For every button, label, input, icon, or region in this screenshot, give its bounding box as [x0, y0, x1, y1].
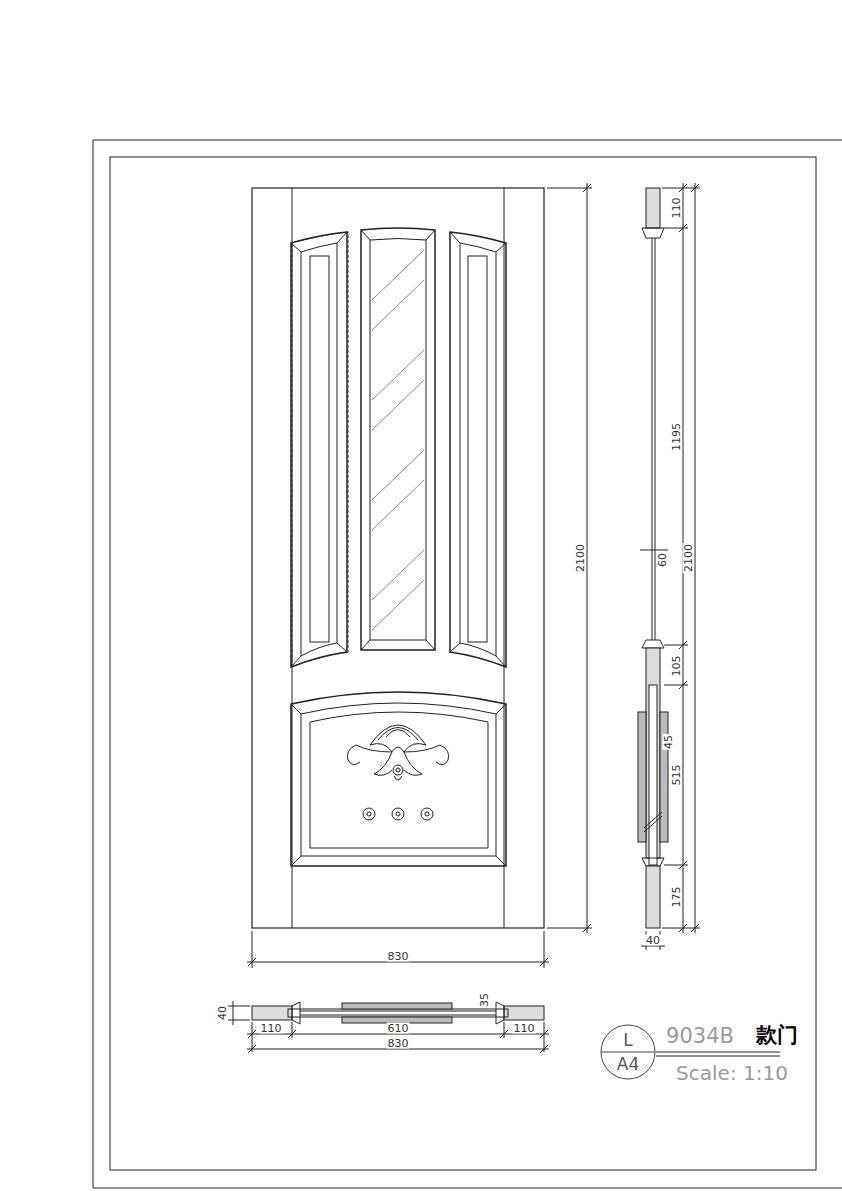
dimension-value: 40 [217, 1005, 228, 1021]
dimension-value: 515 [671, 764, 682, 787]
dimension-value: 2100 [683, 543, 694, 573]
dimension-value: 40 [645, 935, 661, 946]
outer-frame [93, 140, 842, 1188]
dimension-value: 105 [671, 655, 682, 678]
dimension-value: 1195 [671, 422, 682, 452]
dimension-value: 610 [387, 1023, 410, 1034]
title-text: 9034B [665, 1026, 735, 1047]
sheet-code: L [600, 1032, 656, 1049]
dimension-value: 110 [260, 1023, 283, 1034]
dimension-value: 830 [387, 951, 410, 962]
title-text: 款门 [755, 1025, 799, 1046]
dimension-value: 110 [671, 197, 682, 220]
dimension-value: 830 [387, 1038, 410, 1049]
dimension-value: 175 [671, 886, 682, 909]
sheet-code: A4 [600, 1056, 656, 1073]
dimension-value: 45 [663, 734, 674, 750]
dimension-value: 35 [479, 992, 490, 1008]
dimension-value: 110 [513, 1023, 536, 1034]
inner-frame [110, 157, 816, 1170]
title-text: Scale: 1:10 [675, 1063, 789, 1083]
dimension-value: 60 [657, 552, 668, 568]
dimension-value: 2100 [575, 543, 586, 573]
title-circle: L A4 [600, 1024, 656, 1080]
